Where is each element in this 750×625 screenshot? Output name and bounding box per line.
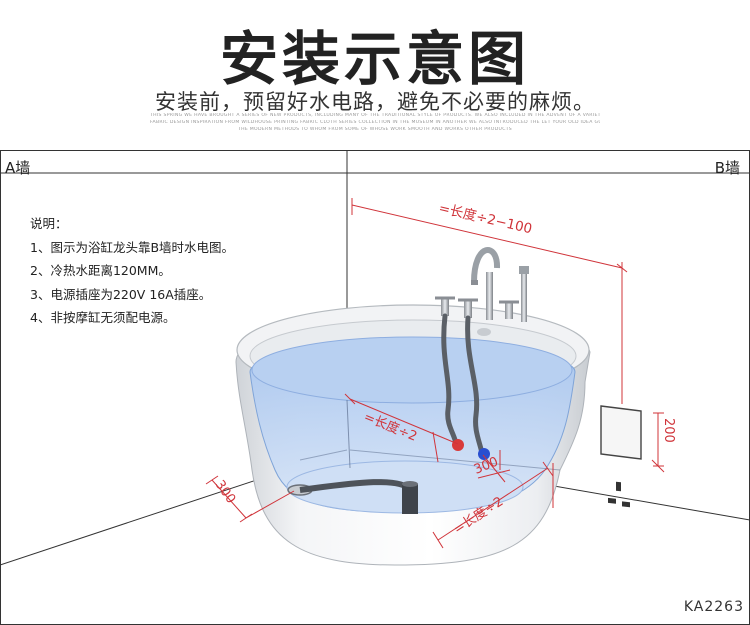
fineprint-line-1: THIS SPRING WE HAVE BROUGHT A SERIES OF … [150,113,600,118]
dimension-socket-height [651,412,665,473]
model-number: KA2263 [683,599,744,615]
cold-water-inlet-icon [478,448,490,460]
notes-heading: 说明： [30,216,68,231]
bathtub [235,304,591,566]
supply-hoses [441,313,485,456]
page-subtitle: 安装前，预留好水电路，避免不必要的麻烦。 [155,90,595,114]
notes-item: 2、冷热水距离120MM。 [30,263,171,278]
installation-notes: 说明： 1、图示为浴缸龙头靠B墙时水电图。 2、冷热水距离120MM。 3、电源… [30,212,234,330]
notes-item: 4、非按摩缸无须配电源。 [30,310,176,325]
hot-water-inlet-icon [452,439,464,451]
wall-b-label: B墙 [714,159,740,177]
fineprint-line-3: THE MODERN METHODS TO WHOM FROM SOME OF … [237,127,513,132]
dimension-pipe-distance [477,454,511,483]
dimension-wall-a-distance [205,475,295,523]
fineprint-line-2: FABRIC DESIGN INSPIRATION FROM WILDHOUSE… [150,120,600,125]
drain-pipe-icon [287,479,418,514]
dimension-wall-a-distance-label: 300 [212,478,239,507]
power-socket-icon [600,405,642,508]
dimension-top-length-label: =长度÷2−100 [437,200,533,237]
dimension-socket-height-label: 200 [661,418,676,443]
notes-item: 1、图示为浴缸龙头靠B墙时水电图。 [30,239,235,255]
notes-item: 3、电源插座为220V 16A插座。 [30,286,212,302]
dimension-top-length [351,198,628,404]
wall-a-label: A墙 [5,159,31,177]
page-title: 安装示意图 [219,25,530,93]
bathtub-faucet-icon [435,247,529,336]
dimension-inner-length [344,393,501,470]
dimension-floor-length [432,461,554,549]
